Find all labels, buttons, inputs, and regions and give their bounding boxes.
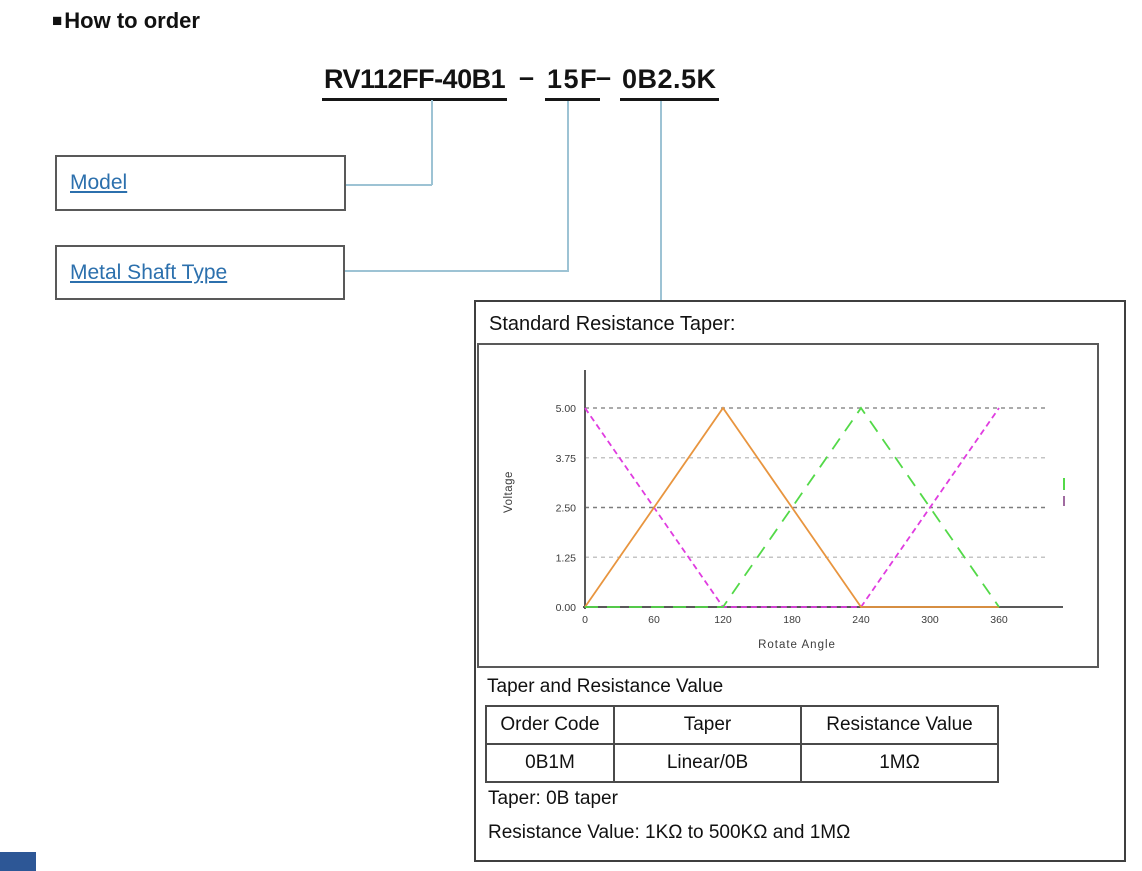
svg-text:300: 300 [921, 614, 939, 626]
page-title: ■ How to order [52, 8, 200, 34]
connector-taper-vertical [660, 101, 662, 301]
model-box: Model [55, 155, 346, 211]
metal-shaft-type-box: Metal Shaft Type [55, 245, 345, 300]
svg-text:120: 120 [714, 614, 732, 626]
page-title-text: How to order [64, 8, 200, 33]
cell-resistance-value: 1MΩ [800, 743, 999, 783]
order-code-separator: – [519, 62, 535, 92]
taper-resistance-table: Order Code Taper Resistance Value 0B1M L… [485, 705, 999, 783]
metal-shaft-type-link[interactable]: Metal Shaft Type [70, 260, 228, 284]
taper-chart-frame: 5.00 3.75 2.50 1.25 0.00 0 60 120 180 240 300 360 Vo… [477, 343, 1099, 668]
page-corner-accent [0, 852, 36, 871]
connector-model-vertical [431, 100, 433, 185]
taper-note: Taper: 0B taper [488, 788, 618, 809]
svg-text:Rotate Angle: Rotate Angle [758, 639, 836, 651]
connector-model-horizontal [346, 184, 432, 186]
cell-order-code: 0B1M [485, 743, 615, 783]
order-code-taper-segment: 0B2.5K [620, 63, 719, 101]
connector-shaft-horizontal [345, 270, 568, 272]
cell-taper: Linear/0B [613, 743, 802, 783]
col-header-resistance-value: Resistance Value [800, 705, 999, 745]
svg-text:Voltage: Voltage [503, 471, 515, 513]
standard-resistance-taper-panel: Standard Resistance Taper: 5.00 3.75 2.50 1… [474, 300, 1126, 862]
taper-chart: 5.00 3.75 2.50 1.25 0.00 0 60 120 180 240 300 360 Vo… [503, 370, 1065, 651]
table-header-row: Order Code Taper Resistance Value [485, 705, 999, 745]
resistance-value-note: Resistance Value: 1KΩ to 500KΩ and 1MΩ [488, 822, 851, 843]
svg-text:180: 180 [783, 614, 801, 626]
taper-table-title: Taper and Resistance Value [487, 676, 724, 697]
svg-text:60: 60 [648, 614, 660, 626]
svg-text:5.00: 5.00 [556, 403, 577, 415]
svg-text:0.00: 0.00 [556, 602, 577, 614]
svg-text:0: 0 [582, 614, 588, 626]
svg-text:360: 360 [990, 614, 1008, 626]
connector-shaft-vertical [567, 101, 569, 272]
order-code-separator: – [596, 62, 612, 92]
order-code-shaft-segment: 15F [545, 63, 601, 101]
col-header-taper: Taper [613, 705, 802, 745]
order-code-model-segment: RV112FF-40B1 [322, 63, 508, 101]
table-row: 0B1M Linear/0B 1MΩ [485, 743, 999, 783]
col-header-order-code: Order Code [485, 705, 615, 745]
square-bullet-icon: ■ [52, 11, 63, 30]
model-link[interactable]: Model [70, 171, 128, 194]
taper-panel-title: Standard Resistance Taper: [489, 313, 736, 335]
svg-text:3.75: 3.75 [556, 453, 577, 465]
svg-text:240: 240 [852, 614, 870, 626]
svg-text:1.25: 1.25 [556, 552, 577, 564]
svg-text:2.50: 2.50 [556, 503, 577, 515]
